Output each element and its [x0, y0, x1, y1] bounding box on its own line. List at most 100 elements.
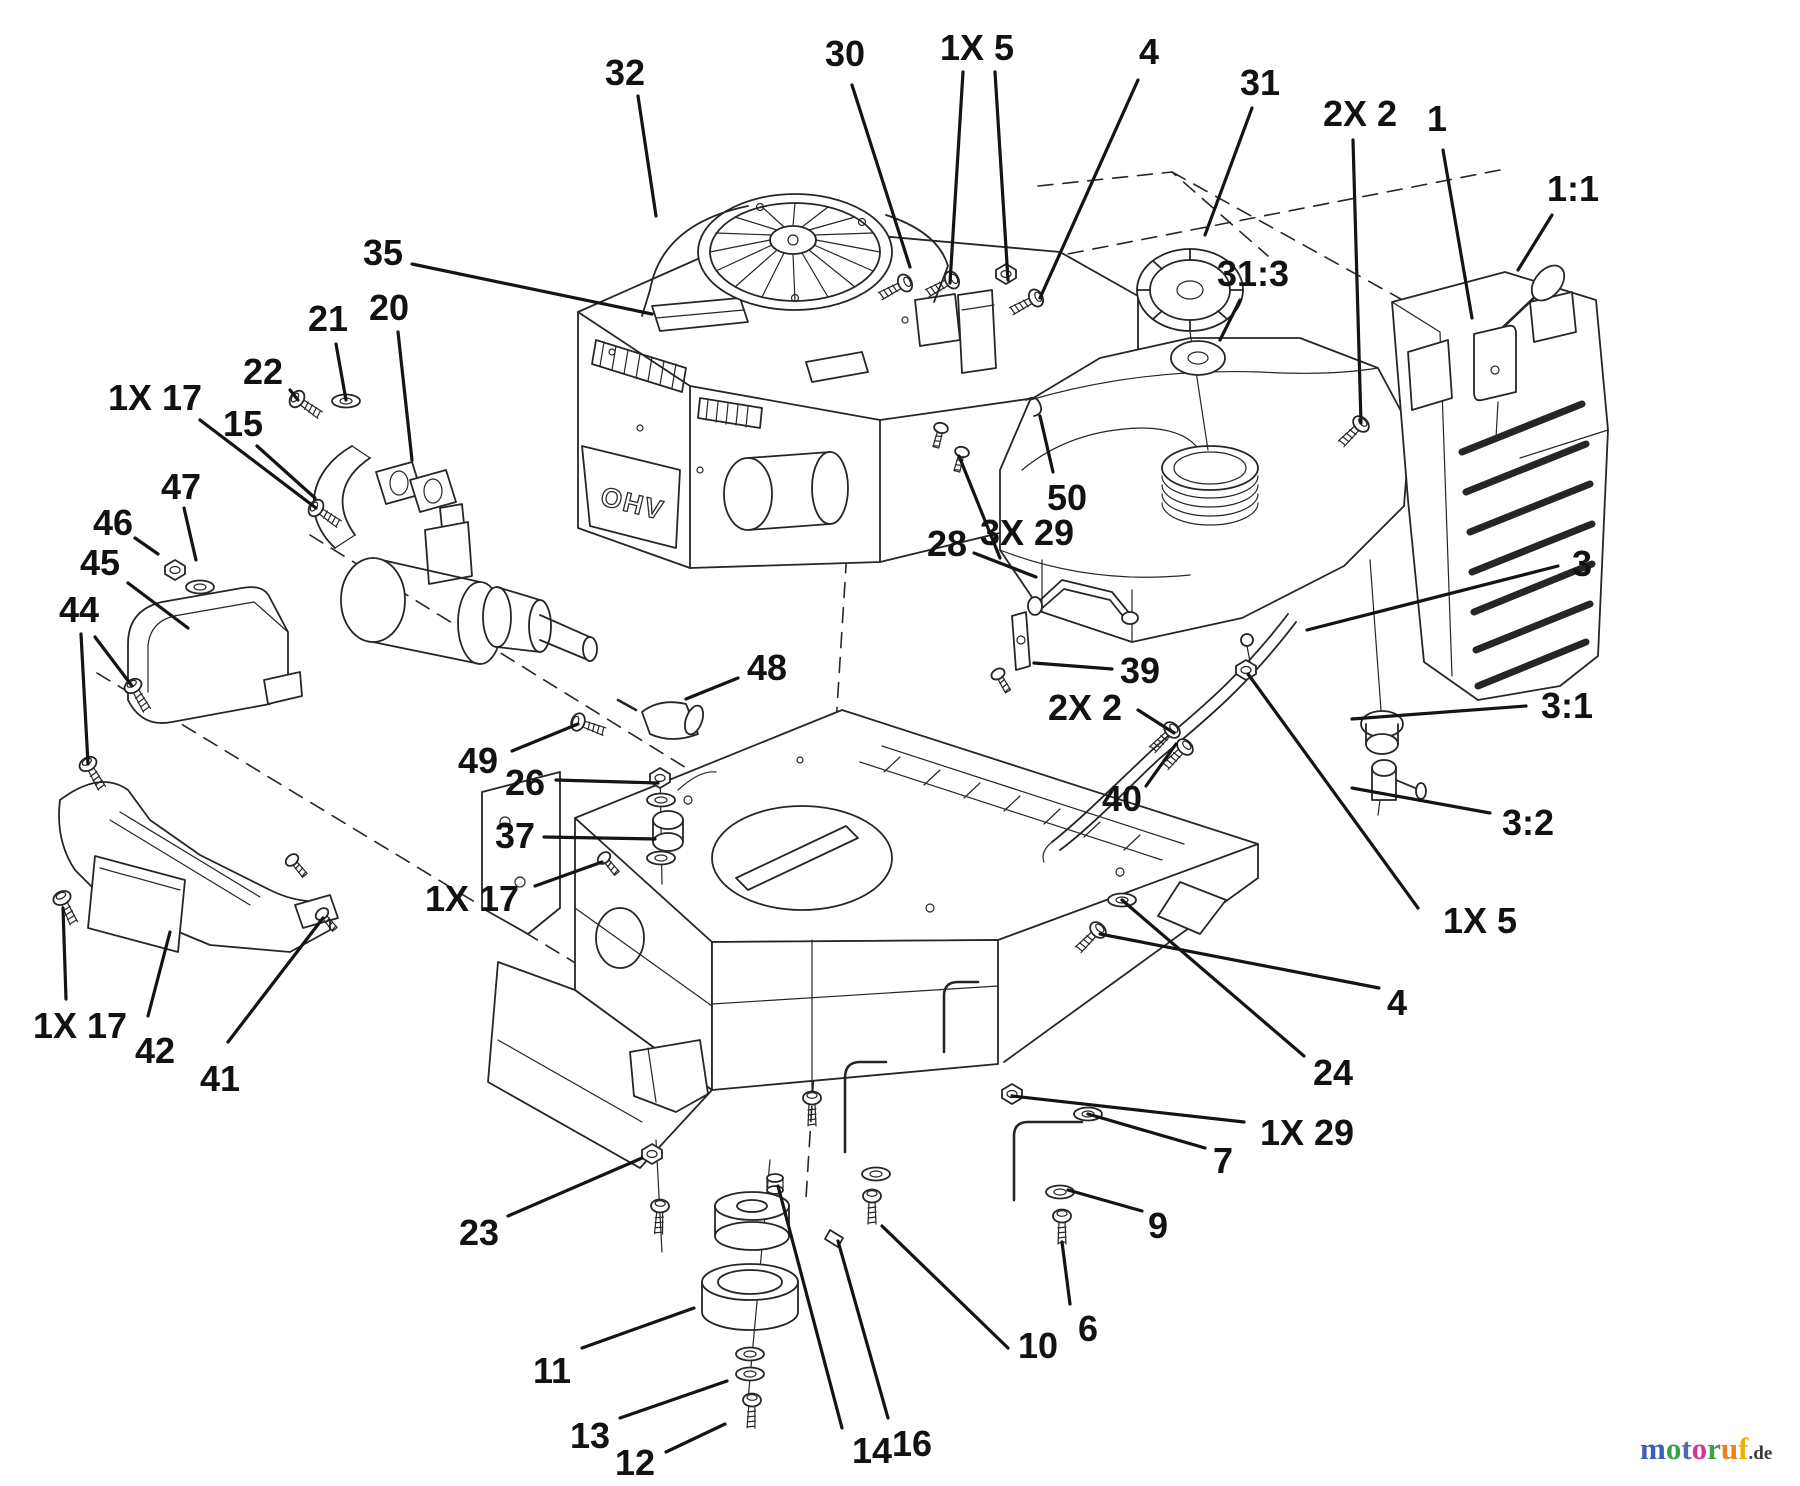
nut [1001, 1083, 1023, 1105]
fan-shroud [649, 205, 749, 291]
leader-line-4 [1098, 932, 1381, 990]
bolt [1052, 1208, 1072, 1245]
callout-35: 35 [363, 232, 403, 273]
leader-line-3:2 [1350, 786, 1492, 815]
leader-line-35 [410, 262, 654, 316]
callout-47: 47 [161, 466, 201, 507]
fuel-tank [999, 337, 1411, 663]
callout-40: 40 [1102, 778, 1142, 819]
leader-line-24 [1120, 898, 1306, 1058]
washer [185, 579, 215, 595]
engine-frame [481, 709, 1259, 1169]
leader-line-39 [1032, 661, 1114, 671]
bolt [304, 495, 345, 533]
callout-23: 23 [459, 1212, 499, 1253]
callout-10: 10 [1018, 1325, 1058, 1366]
callout-24: 24 [1313, 1052, 1353, 1093]
callout-4: 4 [1139, 31, 1159, 72]
callout-46: 46 [93, 502, 133, 543]
muffler-outlet [582, 636, 598, 662]
callout-2X 2: 2X 2 [1323, 93, 1397, 134]
leader-line-9 [1066, 1188, 1144, 1213]
leader-line-3 [1305, 564, 1560, 632]
callout-31: 31 [1240, 62, 1280, 103]
leader-line-48 [684, 676, 740, 701]
leader-line-41 [226, 916, 325, 1044]
leader-line-49 [510, 722, 580, 753]
callout-7: 7 [1213, 1140, 1233, 1181]
callout-44: 44 [59, 589, 99, 630]
leader-line-4 [1038, 78, 1140, 300]
leader-line-7 [1086, 1112, 1207, 1150]
heat-shield-lower [58, 781, 339, 953]
washer [735, 1346, 765, 1362]
callout-42: 42 [135, 1030, 175, 1071]
callout-22: 22 [243, 351, 283, 392]
callout-1:1: 1:1 [1547, 168, 1599, 209]
leader-line-1X 29 [1010, 1094, 1246, 1124]
callout-32: 32 [605, 52, 645, 93]
callout-6: 6 [1078, 1308, 1098, 1349]
lock-washer [735, 1366, 765, 1382]
leader-line-1X 5 [1246, 672, 1420, 910]
leader-line-12 [664, 1422, 727, 1454]
leader-line-11 [580, 1306, 696, 1350]
leader-line-31 [1203, 106, 1254, 237]
watermark-letter: o [1691, 1431, 1708, 1466]
leader-line-1X 17 [61, 906, 68, 1001]
callout-11: 11 [533, 1350, 571, 1391]
leader-lines [61, 70, 1560, 1454]
bolt [862, 1188, 882, 1225]
bolt [50, 887, 83, 929]
fuel-pickup-pipe [1011, 579, 1139, 671]
leader-line-50 [1038, 414, 1055, 474]
callout-28: 28 [927, 523, 967, 564]
callout-41: 41 [200, 1058, 240, 1099]
leader-line-16 [836, 1239, 890, 1420]
leader-line-14 [776, 1184, 844, 1430]
fuel-valve [1371, 759, 1397, 777]
leader-line-10 [880, 1224, 1010, 1350]
throttle-control [1473, 264, 1566, 439]
callout-4: 4 [1387, 982, 1407, 1023]
leader-line-3X 29 [957, 454, 1002, 560]
callout-20: 20 [369, 287, 409, 328]
engine-assembly: OHV [577, 193, 1139, 569]
filler-neck [1161, 445, 1259, 491]
leader-line-37 [542, 835, 657, 841]
leader-line-20 [396, 330, 414, 462]
muffler-assembly [312, 445, 598, 665]
leader-line-44 [93, 635, 134, 688]
watermark-letter: t [1681, 1431, 1692, 1466]
leader-line-3:1 [1350, 704, 1528, 721]
leader-line-2X 2 [1136, 708, 1176, 735]
leader-line-1X 17 [198, 418, 318, 510]
leader-line-30 [850, 83, 912, 269]
leader-line-23 [506, 1156, 644, 1218]
screw [988, 665, 1015, 696]
callout-1X 5: 1X 5 [940, 27, 1014, 68]
watermark-letters: motoruf [1640, 1431, 1749, 1466]
leader-line-42 [146, 930, 172, 1018]
leader-line-31:3 [1218, 298, 1242, 342]
watermark-letter: r [1707, 1431, 1721, 1466]
throttle-knob [1530, 264, 1566, 302]
leader-line-46 [133, 536, 160, 556]
leader-line-2X 2 [1351, 138, 1363, 425]
callout-48: 48 [747, 647, 787, 688]
cap-seal-washer [1170, 340, 1226, 376]
pulley-bolt [741, 1392, 763, 1430]
callout-45: 45 [80, 542, 120, 583]
washer [646, 792, 676, 808]
leader-line-32 [636, 94, 658, 218]
bolt [648, 1198, 671, 1236]
callout-49: 49 [458, 740, 498, 781]
exhaust-flange-gasket [409, 469, 457, 513]
watermark-letter: f [1738, 1431, 1749, 1466]
starter-motor [723, 457, 773, 531]
washer [646, 850, 676, 866]
callout-3: 3 [1572, 543, 1592, 584]
callout-1X 5: 1X 5 [1443, 900, 1517, 941]
leader-line-28 [972, 551, 1038, 579]
